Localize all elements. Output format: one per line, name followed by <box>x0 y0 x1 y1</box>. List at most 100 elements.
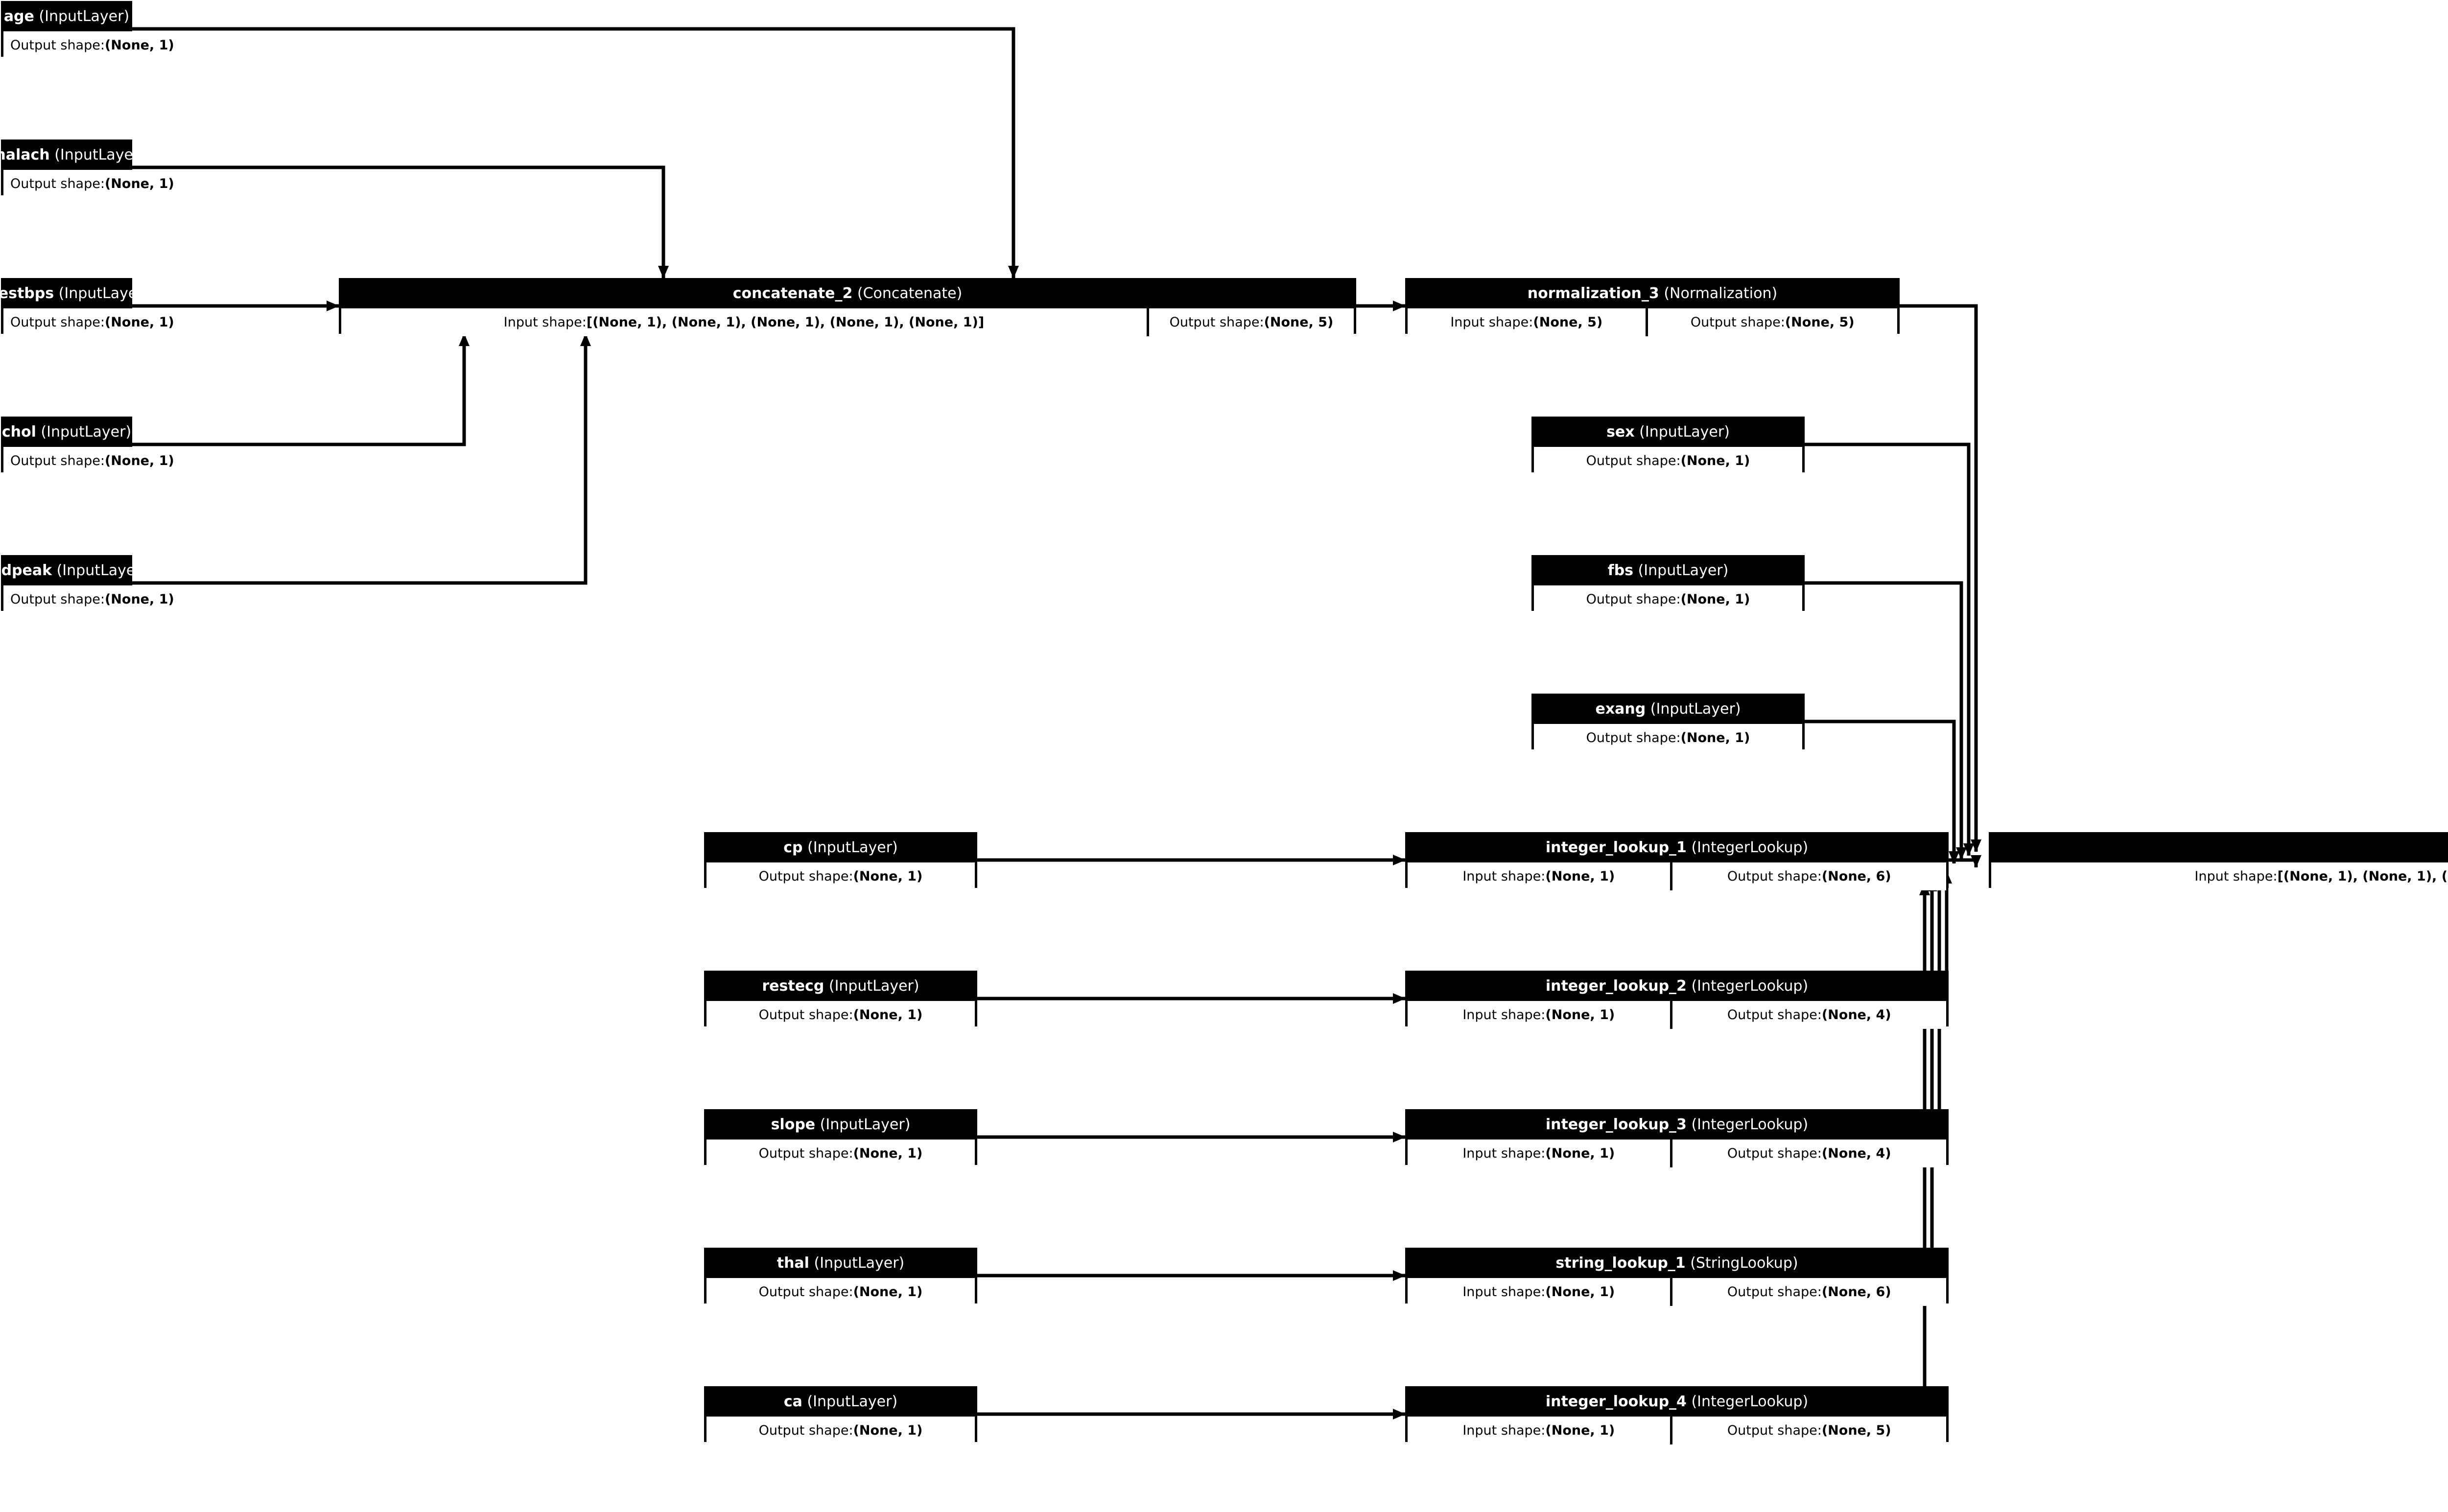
node-input-shape-integer_lookup_4: Input shape: (None, 1) <box>1408 1417 1670 1444</box>
node-layer-class: (Concatenate) <box>852 284 963 302</box>
node-shapes-integer_lookup_4: Input shape: (None, 1)Output shape: (Non… <box>1408 1414 1946 1444</box>
edge-thalach-to-concatenate_2 <box>132 165 669 279</box>
node-title-integer_lookup_2: integer_lookup_2 (IntegerLookup) <box>1408 973 1946 999</box>
node-shapes-fbs: Output shape: (None, 1) <box>1534 583 1802 613</box>
node-title-sex: sex (InputLayer) <box>1534 419 1802 444</box>
node-title-thalach: thalach (InputLayer) <box>0 142 145 167</box>
node-oldpeak[interactable]: oldpeak (InputLayer) Output shape: (None,… <box>0 555 181 613</box>
node-shapes-sex: Output shape: (None, 1) <box>1534 444 1802 475</box>
node-layer-name: thal <box>777 1254 809 1272</box>
node-layer-class: (Normalization) <box>1659 284 1778 302</box>
node-layer-class: (InputLayer) <box>54 284 149 302</box>
node-integer_lookup_2[interactable]: integer_lookup_2 (IntegerLookup)Input sh… <box>1405 971 1949 1029</box>
node-layer-name: thalach <box>0 146 50 163</box>
node-integer_lookup_1[interactable]: integer_lookup_1 (IntegerLookup)Input sh… <box>1405 832 1949 890</box>
node-layer-class: (InputLayer) <box>52 561 147 579</box>
node-output-shape-integer_lookup_1: Output shape: (None, 6) <box>1670 862 1946 890</box>
node-layer-name: integer_lookup_1 <box>1545 838 1687 856</box>
node-layer-name: trestbps <box>0 284 54 302</box>
node-title-ca: ca (InputLayer) <box>706 1389 975 1414</box>
node-title-integer_lookup_3: integer_lookup_3 (IntegerLookup) <box>1408 1112 1946 1137</box>
node-input-shape-normalization_3: Input shape: (None, 5) <box>1408 308 1646 336</box>
node-ca[interactable]: ca (InputLayer) Output shape: (None, 1) <box>704 1386 977 1444</box>
node-concatenate_2[interactable]: concatenate_2 (Concatenate)Input shape: … <box>339 278 1356 336</box>
node-title-concatenate_3: concatenate_3 (Concatenate) <box>1991 835 2448 860</box>
node-slope[interactable]: slope (InputLayer) Output shape: (None, 1… <box>704 1109 977 1167</box>
node-layer-class: (InputLayer) <box>809 1254 905 1272</box>
node-title-concatenate_2: concatenate_2 (Concatenate) <box>341 280 1354 306</box>
node-title-cp: cp (InputLayer) <box>706 835 975 860</box>
node-output-shape-normalization_3: Output shape: (None, 5) <box>1645 308 1897 336</box>
node-shapes-thal: Output shape: (None, 1) <box>706 1276 975 1306</box>
node-output-shape-ca: Output shape: (None, 1) <box>706 1417 975 1444</box>
node-output-shape-trestbps: Output shape: (None, 1) <box>3 308 181 336</box>
node-restecg[interactable]: restecg (InputLayer)Output shape: (None,… <box>704 971 977 1029</box>
node-output-shape-integer_lookup_2: Output shape: (None, 4) <box>1670 1001 1946 1029</box>
node-title-thal: thal (InputLayer) <box>706 1250 975 1276</box>
node-layer-name: fbs <box>1607 561 1634 579</box>
node-layer-name: slope <box>771 1116 816 1133</box>
node-title-integer_lookup_4: integer_lookup_4 (IntegerLookup) <box>1408 1389 1946 1414</box>
node-trestbps[interactable]: trestbps (InputLayer)Output shape: (None… <box>0 278 181 336</box>
node-sex[interactable]: sex (InputLayer) Output shape: (None, 1) <box>1531 417 1805 475</box>
node-output-shape-exang: Output shape: (None, 1) <box>1534 724 1802 752</box>
node-input-shape-string_lookup_1: Input shape: (None, 1) <box>1408 1278 1670 1306</box>
node-layer-class: (InputLayer) <box>36 423 132 441</box>
node-title-exang: exang (InputLayer) <box>1534 696 1802 721</box>
node-output-shape-fbs: Output shape: (None, 1) <box>1534 585 1802 613</box>
node-layer-class: (InputLayer) <box>802 1393 898 1410</box>
node-normalization_3[interactable]: normalization_3 (Normalization) Input sha… <box>1405 278 1900 336</box>
node-layer-name: oldpeak <box>0 561 52 579</box>
node-output-shape-slope: Output shape: (None, 1) <box>706 1140 975 1167</box>
edge-age-to-concatenate_2 <box>132 27 1019 279</box>
node-output-shape-age: Output shape: (None, 1) <box>3 31 181 59</box>
node-layer-class: (InputLayer) <box>49 146 145 163</box>
node-chol[interactable]: chol (InputLayer)Output shape: (None, 1) <box>1 417 181 475</box>
node-shapes-string_lookup_1: Input shape: (None, 1)Output shape: (Non… <box>1408 1276 1946 1306</box>
node-layer-class: (InputLayer) <box>1634 423 1730 441</box>
node-shapes-thalach: Output shape: (None, 1) <box>3 167 181 198</box>
edge-fbs-to-concatenate_3 <box>1805 581 1967 860</box>
node-layer-name: normalization_3 <box>1527 284 1659 302</box>
node-input-shape-concatenate_3: Input shape: [(None, 1), (None, 1), (Non… <box>1991 862 2448 890</box>
node-integer_lookup_4[interactable]: integer_lookup_4 (IntegerLookup)Input sh… <box>1405 1386 1949 1444</box>
node-concatenate_3[interactable]: concatenate_3 (Concatenate)Input shape: … <box>1989 832 2448 890</box>
edge-sex-to-concatenate_3 <box>1805 442 1974 856</box>
edge-oldpeak-to-concatenate_2 <box>132 333 591 585</box>
node-shapes-integer_lookup_3: Input shape: (None, 1)Output shape: (Non… <box>1408 1137 1946 1167</box>
node-shapes-oldpeak: Output shape: (None, 1) <box>3 583 181 613</box>
node-title-trestbps: trestbps (InputLayer) <box>0 280 149 306</box>
node-shapes-restecg: Output shape: (None, 1) <box>706 999 975 1029</box>
node-string_lookup_1[interactable]: string_lookup_1 (StringLookup) Input shap… <box>1405 1248 1949 1306</box>
node-layer-name: chol <box>1 423 36 441</box>
node-shapes-concatenate_2: Input shape: [(None, 1), (None, 1), (Non… <box>341 306 1354 336</box>
node-integer_lookup_3[interactable]: integer_lookup_3 (IntegerLookup)Input sh… <box>1405 1109 1949 1167</box>
node-layer-name: integer_lookup_2 <box>1545 977 1687 995</box>
node-output-shape-restecg: Output shape: (None, 1) <box>706 1001 975 1029</box>
node-exang[interactable]: exang (InputLayer) Output shape: (None, 1… <box>1531 694 1805 752</box>
node-age[interactable]: age (InputLayer)Output shape: (None, 1) <box>1 1 181 59</box>
node-thal[interactable]: thal (InputLayer)Output shape: (None, 1) <box>704 1248 977 1306</box>
node-cp[interactable]: cp (InputLayer)Output shape: (None, 1) <box>704 832 977 890</box>
node-thalach[interactable]: thalach (InputLayer) Output shape: (None,… <box>0 140 181 198</box>
node-layer-name: exang <box>1595 700 1646 718</box>
node-title-age: age (InputLayer) <box>3 3 130 29</box>
node-layer-name: restecg <box>762 977 824 995</box>
node-fbs[interactable]: fbs (InputLayer)Output shape: (None, 1) <box>1531 555 1805 613</box>
node-shapes-age: Output shape: (None, 1) <box>3 29 181 59</box>
node-layer-name: ca <box>783 1393 802 1410</box>
node-layer-name: concatenate_2 <box>732 284 853 302</box>
node-output-shape-integer_lookup_3: Output shape: (None, 4) <box>1670 1140 1946 1167</box>
node-layer-class: (IntegerLookup) <box>1686 977 1809 995</box>
node-output-shape-thalach: Output shape: (None, 1) <box>3 170 181 198</box>
node-output-shape-thal: Output shape: (None, 1) <box>706 1278 975 1306</box>
node-layer-class: (InputLayer) <box>802 838 898 856</box>
node-output-shape-integer_lookup_4: Output shape: (None, 5) <box>1670 1417 1946 1444</box>
node-layer-name: string_lookup_1 <box>1555 1254 1686 1272</box>
node-shapes-cp: Output shape: (None, 1) <box>706 860 975 890</box>
node-output-shape-sex: Output shape: (None, 1) <box>1534 447 1802 475</box>
node-layer-name: integer_lookup_3 <box>1545 1116 1687 1133</box>
node-layer-class: (StringLookup) <box>1685 1254 1798 1272</box>
node-layer-class: (InputLayer) <box>815 1116 911 1133</box>
